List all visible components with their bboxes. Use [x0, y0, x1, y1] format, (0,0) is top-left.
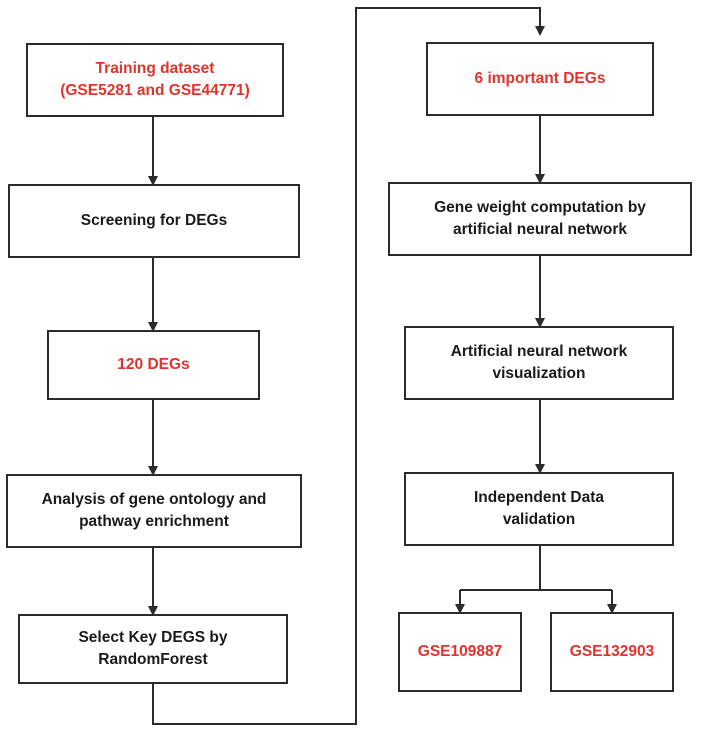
- node-training-dataset-label: Training dataset (GSE5281 and GSE44771): [60, 60, 250, 99]
- node-gene-weight: Gene weight computation by artificial ne…: [388, 182, 692, 256]
- node-independent-validation: Independent Data validation: [404, 472, 674, 546]
- node-gene-weight-label: Gene weight computation by artificial ne…: [434, 199, 646, 238]
- node-6-important-degs: 6 important DEGs: [426, 42, 654, 116]
- node-ann-visualization-label: Artificial neural network visualization: [450, 343, 628, 382]
- node-select-key-degs-label: Select Key DEGS by RandomForest: [78, 629, 228, 668]
- node-training-dataset: Training dataset (GSE5281 and GSE44771): [26, 43, 284, 117]
- connector-select-to-6degs: [152, 7, 545, 725]
- node-select-key-degs: Select Key DEGS by RandomForest: [18, 614, 288, 684]
- node-gse132903-label: GSE132903: [569, 643, 655, 660]
- node-ann-visualization: Artificial neural network visualization: [404, 326, 674, 400]
- node-gse109887: GSE109887: [398, 612, 522, 692]
- node-screening-label: Screening for DEGs: [80, 212, 228, 229]
- node-6-important-degs-label: 6 important DEGs: [474, 70, 606, 87]
- node-screening: Screening for DEGs: [8, 184, 300, 258]
- node-120-degs: 120 DEGs: [47, 330, 260, 400]
- node-gse132903: GSE132903: [550, 612, 674, 692]
- node-gse109887-label: GSE109887: [417, 643, 503, 660]
- node-analysis: Analysis of gene ontology and pathway en…: [6, 474, 302, 548]
- node-analysis-label: Analysis of gene ontology and pathway en…: [41, 491, 267, 530]
- node-120-degs-label: 120 DEGs: [117, 356, 190, 373]
- node-independent-validation-label: Independent Data validation: [473, 489, 605, 528]
